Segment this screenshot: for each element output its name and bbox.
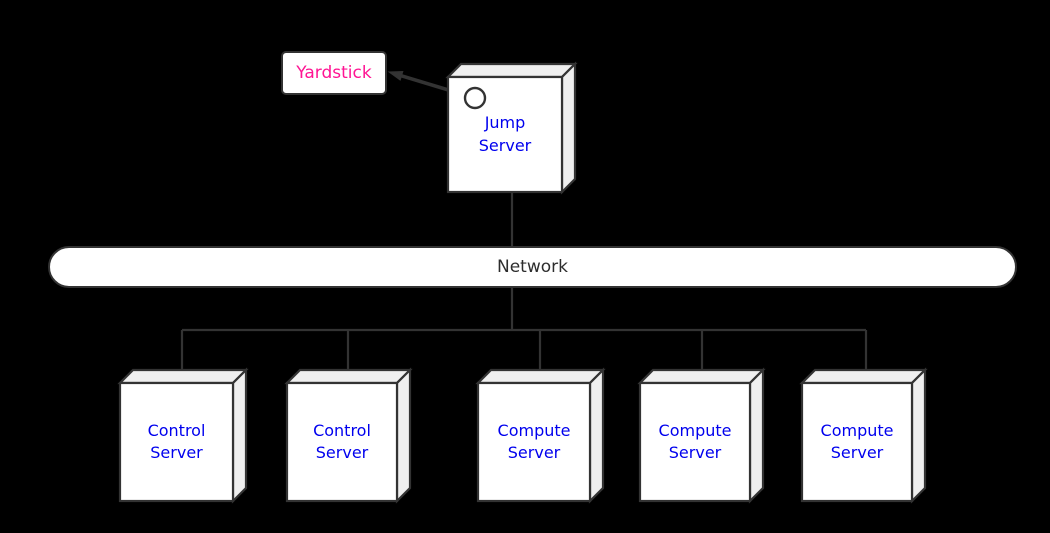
network-node: Network bbox=[48, 246, 1017, 288]
control-server-1-right-face bbox=[231, 367, 248, 504]
compute-server-1-front-face bbox=[476, 381, 592, 503]
compute-server-2-node bbox=[637, 367, 766, 504]
compute-server-2-top-face bbox=[637, 368, 766, 385]
compute-server-1-top-face bbox=[475, 368, 606, 385]
yardstick-node: Yardstick bbox=[281, 51, 387, 95]
compute-server-3-node bbox=[799, 367, 928, 504]
yardstick-label: Yardstick bbox=[296, 63, 372, 83]
control-server-2-right-face bbox=[395, 367, 412, 504]
compute-server-3-front-face bbox=[800, 381, 914, 503]
control-server-2-node bbox=[284, 367, 413, 504]
jump-server-right-face bbox=[560, 61, 577, 195]
jump-server-node bbox=[445, 61, 578, 195]
jump-server-top-face bbox=[445, 62, 578, 79]
compute-server-3-right-face bbox=[910, 367, 927, 504]
control-server-1-front-face bbox=[118, 381, 235, 503]
compute-server-2-front-face bbox=[638, 381, 752, 503]
compute-server-1-right-face bbox=[588, 367, 605, 504]
control-server-1-node bbox=[117, 367, 249, 504]
arrowhead-yardstick bbox=[387, 70, 404, 81]
network-label: Network bbox=[497, 257, 568, 277]
control-server-2-top-face bbox=[284, 368, 413, 385]
compute-server-1-node bbox=[475, 367, 606, 504]
compute-server-3-top-face bbox=[799, 368, 928, 385]
jump-server-port-circle bbox=[463, 86, 487, 110]
control-server-2-front-face bbox=[285, 381, 399, 503]
compute-server-2-right-face bbox=[748, 367, 765, 504]
control-server-1-top-face bbox=[117, 368, 249, 385]
